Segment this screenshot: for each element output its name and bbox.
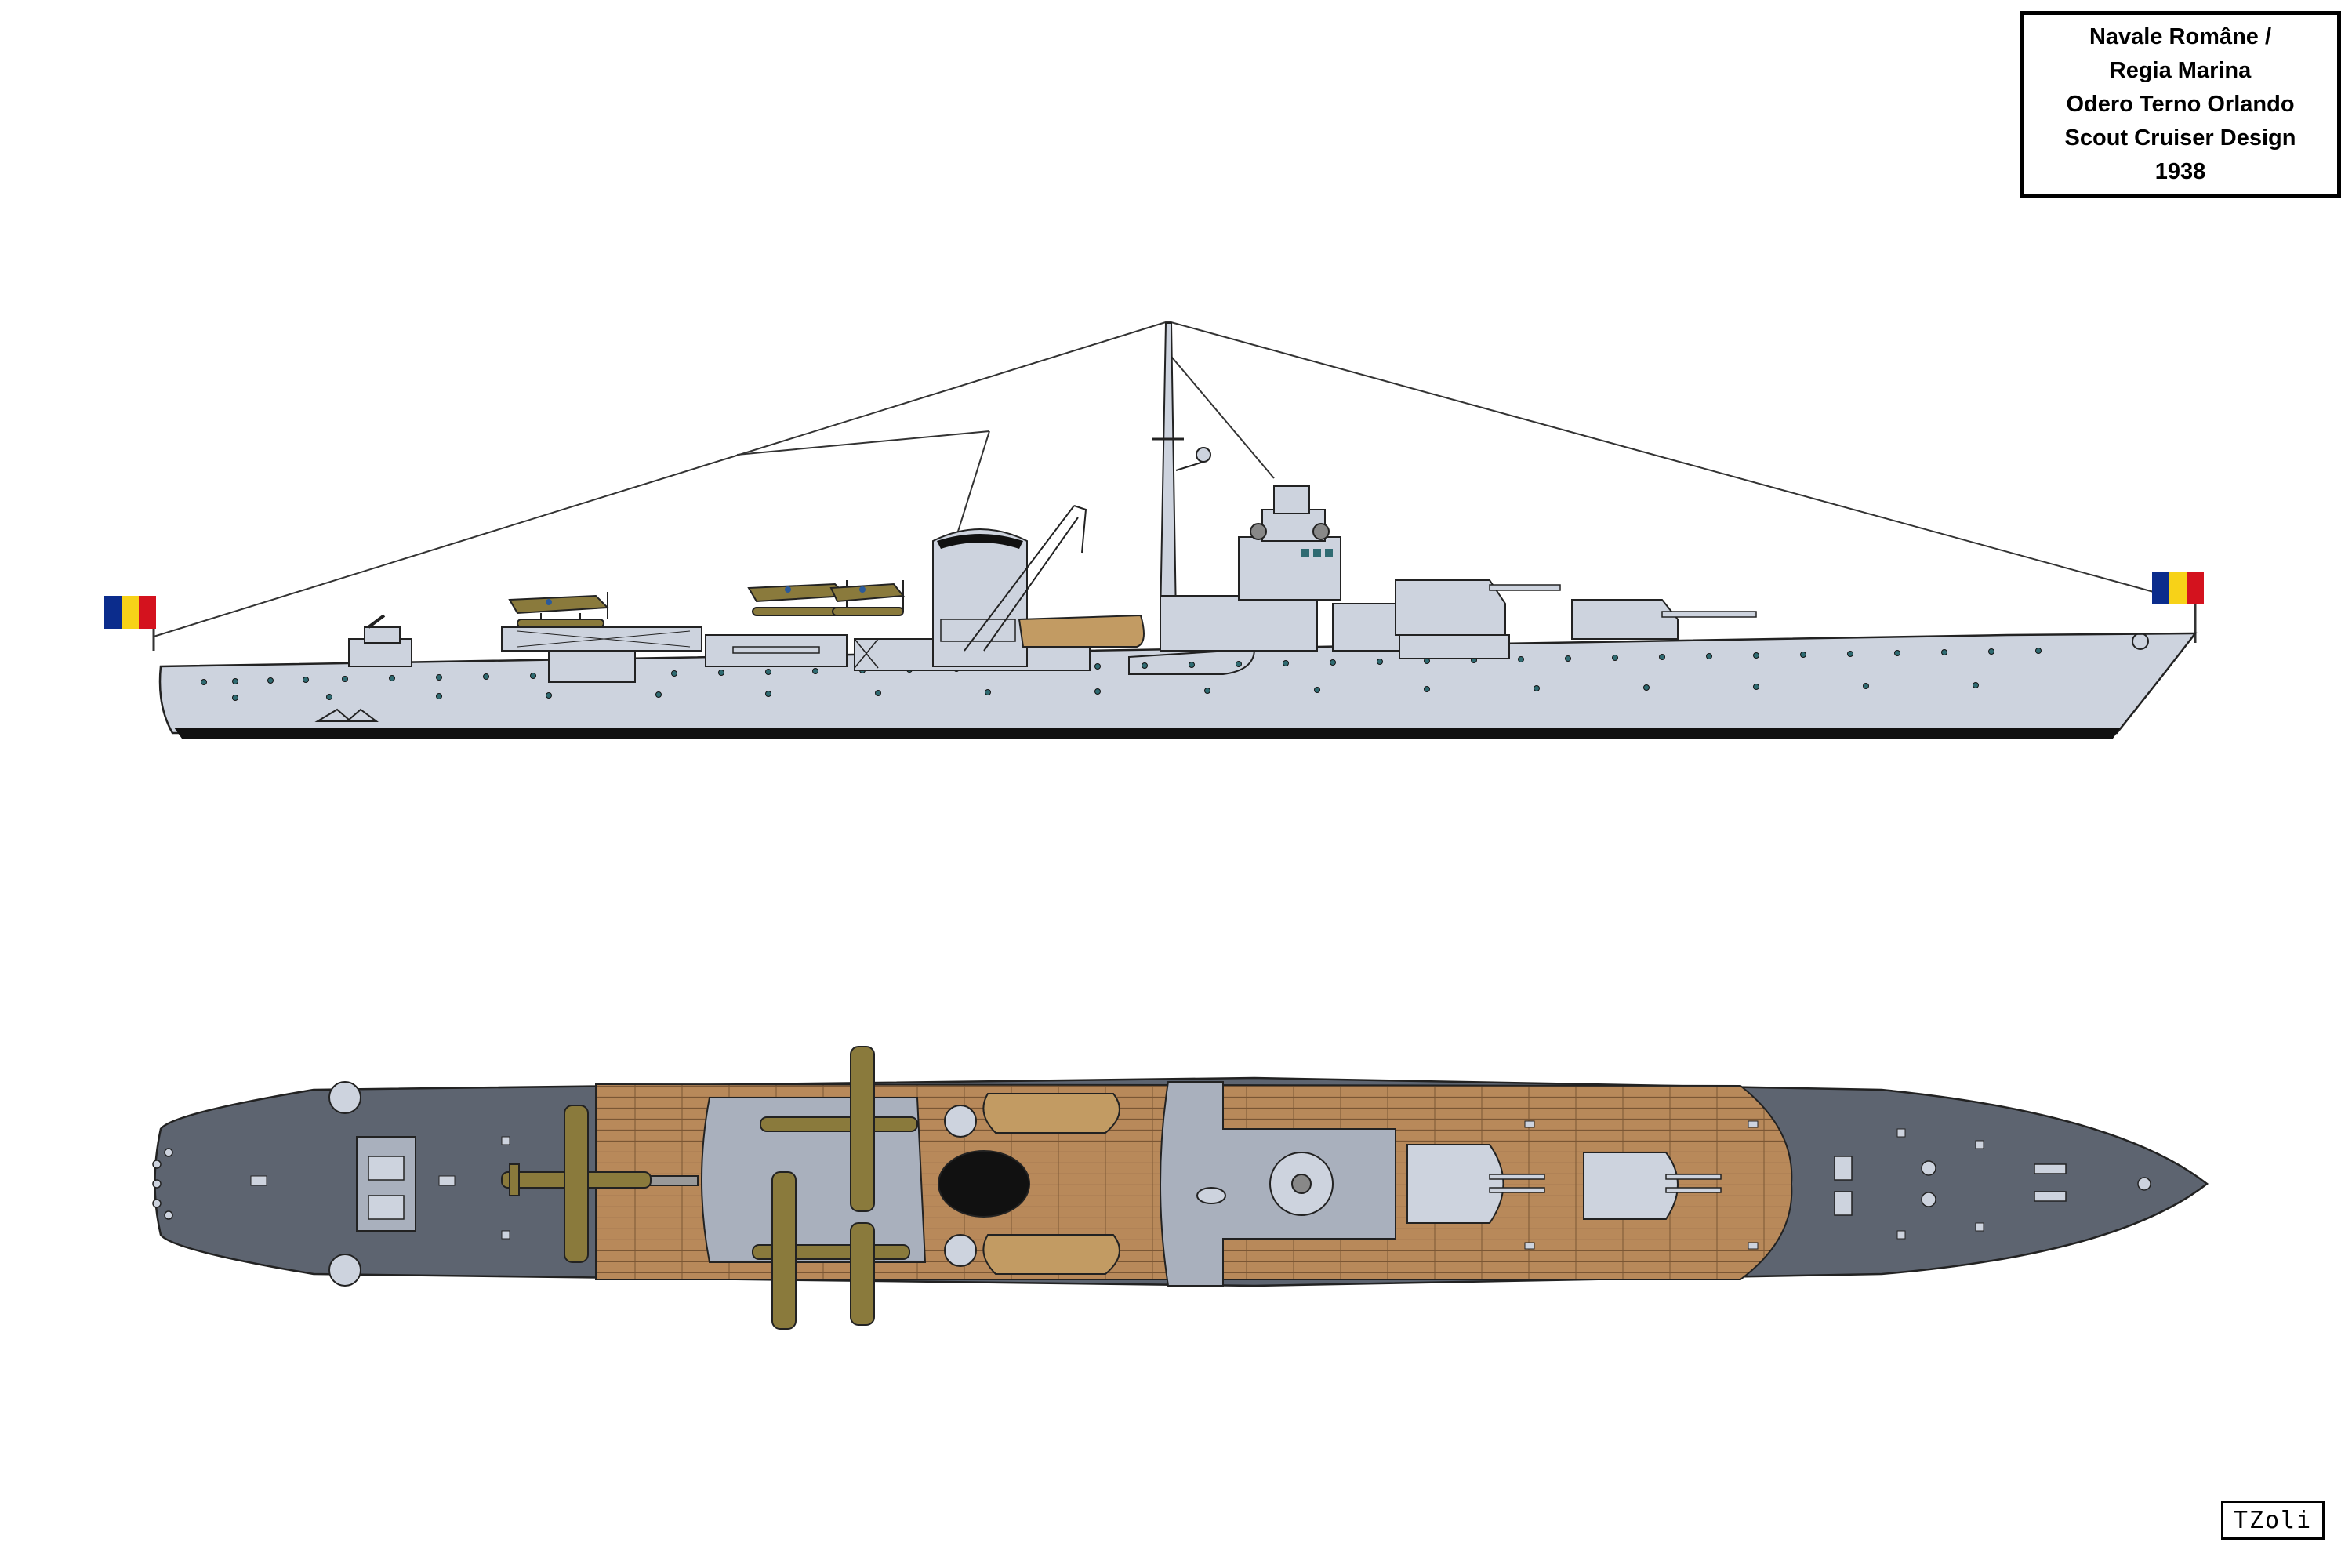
artist-signature: TZoli [2221, 1501, 2325, 1540]
funnel-top-plan [938, 1150, 1030, 1218]
bridge-superstructure [1160, 485, 1436, 652]
turret-b-plan [1406, 1144, 1545, 1224]
turret-a-plan [1583, 1152, 1722, 1220]
seaplane-profile-3 [829, 580, 905, 616]
seaplane-plan-3 [752, 1171, 910, 1330]
seaplane-profile-1 [508, 592, 610, 628]
title-line-3: Odero Terno Orlando [2066, 91, 2295, 117]
crane [964, 505, 1087, 652]
ship-boat-profile [1018, 614, 1145, 648]
aft-gun [348, 614, 412, 667]
profile-hull [158, 632, 2198, 735]
boot-topping [174, 728, 2121, 739]
seaplane-plan-2 [760, 1046, 918, 1212]
profile-view [104, 321, 2204, 739]
stern-flag [104, 596, 156, 651]
paravane-stern [328, 1081, 361, 1287]
title-line-1: Navale Române / [2089, 24, 2272, 49]
title-line-2: Regia Marina [2109, 57, 2252, 83]
bow-fittings [1834, 1156, 2151, 1216]
catapult-structure [501, 626, 702, 683]
title-line-5: 1938 [2154, 158, 2206, 184]
bow-flag [2152, 572, 2204, 643]
bridge-plan [1160, 1081, 1396, 1287]
title-line-4: Scout Cruiser Design [2064, 125, 2296, 151]
boat-plan-1 [982, 1093, 1120, 1134]
aft-gun-plan [356, 1136, 416, 1232]
deck-fittings [250, 1120, 1984, 1250]
turret-a-profile [1571, 599, 1757, 640]
boat-plan-2 [982, 1234, 1120, 1275]
seaplane-plan-1 [501, 1105, 652, 1263]
stern-fittings [152, 1148, 173, 1220]
anchor-hawse [2132, 633, 2149, 650]
turret-b-profile [1395, 579, 1561, 659]
plan-view [152, 1046, 2209, 1330]
funnel [932, 528, 1028, 667]
title-block: Navale Române / Regia Marina Odero Terno… [2020, 11, 2341, 198]
stern-propeller-mark [314, 708, 379, 722]
portholes [201, 648, 2042, 701]
seaplane-profile-2 [747, 580, 849, 616]
